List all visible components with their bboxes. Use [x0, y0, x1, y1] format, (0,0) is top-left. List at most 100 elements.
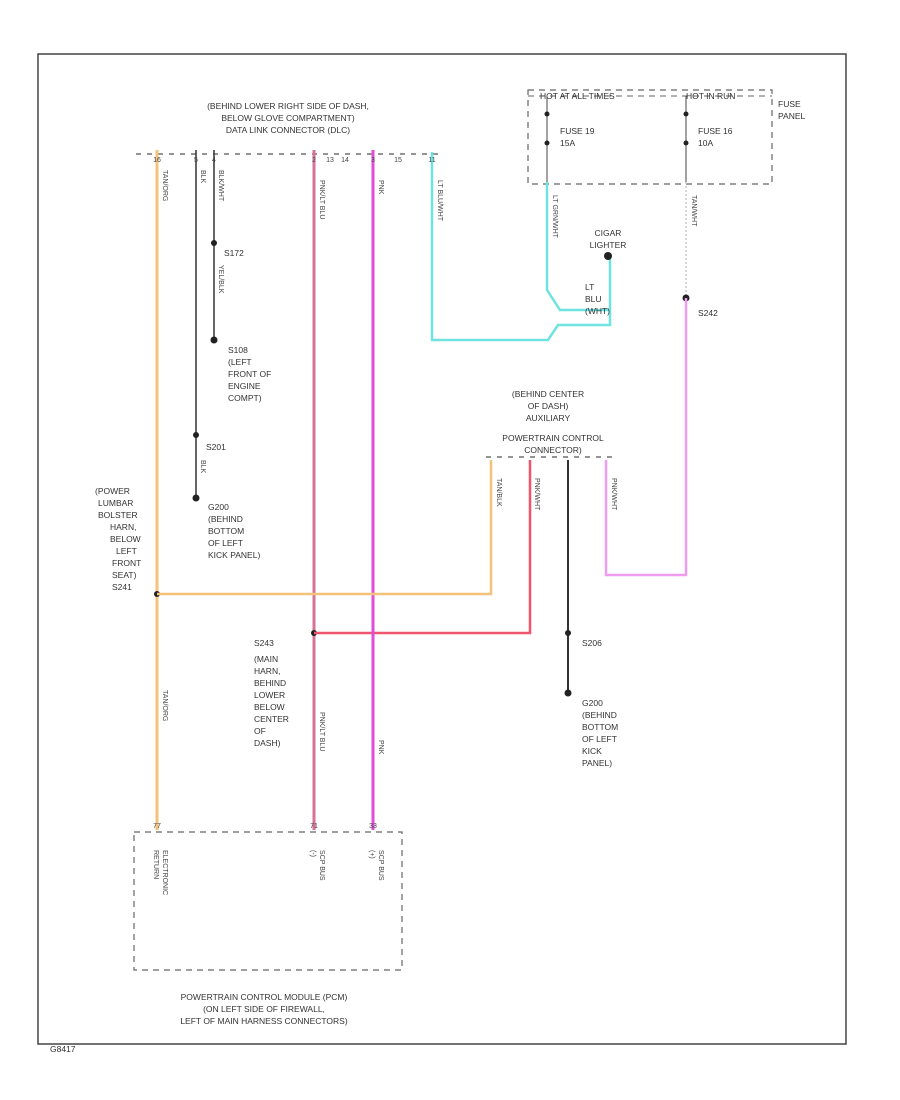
svg-text:FUSE 16: FUSE 16 — [698, 126, 733, 136]
svg-text:HOT AT ALL TIMES: HOT AT ALL TIMES — [540, 91, 615, 101]
wire-tan-wht: TAN/WHT S242 PNK/WHT — [604, 182, 718, 577]
figure-code: G8417 — [50, 1044, 76, 1054]
svg-text:POWERTRAIN CONTROL MODULE (PCM: POWERTRAIN CONTROL MODULE (PCM) — [181, 992, 348, 1002]
wire-blk: BLK S201 BLK G200 (BEHIND BOTTOM OF LEFT… — [192, 150, 260, 560]
fuse-panel: HOT AT ALL TIMES HOT IN RUN FUSE PANEL F… — [527, 89, 806, 185]
svg-text:COMPT): COMPT) — [228, 393, 262, 403]
svg-text:HARN,: HARN, — [110, 522, 136, 532]
svg-text:(+): (+) — [368, 850, 375, 859]
pcm-module: 77 71 33 ELECTRONIC RETURN SCP BUS (-) S… — [133, 823, 403, 971]
wire-pnk-wht — [314, 460, 532, 635]
svg-text:S243: S243 — [254, 638, 274, 648]
wire-tan-org-aux — [157, 460, 493, 596]
svg-text:77: 77 — [153, 823, 161, 830]
svg-text:LEFT OF MAIN HARNESS CONNECTOR: LEFT OF MAIN HARNESS CONNECTORS) — [180, 1016, 348, 1026]
svg-text:S206: S206 — [582, 638, 602, 648]
svg-text:(LEFT: (LEFT — [228, 357, 252, 367]
svg-text:(WHT): (WHT) — [585, 306, 610, 316]
svg-text:LT BLU/WHT: LT BLU/WHT — [436, 180, 443, 222]
aux-pcm-connector: (BEHIND CENTER OF DASH) AUXILIARY POWERT… — [486, 389, 612, 458]
pcm-title: POWERTRAIN CONTROL MODULE (PCM) (ON LEFT… — [180, 992, 348, 1026]
svg-text:BLK/WHT: BLK/WHT — [217, 170, 224, 202]
svg-text:S108: S108 — [228, 345, 248, 355]
svg-text:OF DASH): OF DASH) — [528, 401, 569, 411]
dlc-pin-number: 3 — [371, 157, 375, 164]
svg-text:TAN/ORG: TAN/ORG — [161, 690, 168, 721]
svg-text:DATA LINK CONNECTOR (DLC): DATA LINK CONNECTOR (DLC) — [226, 125, 350, 135]
svg-text:S241: S241 — [112, 582, 132, 592]
svg-text:BOTTOM: BOTTOM — [582, 722, 618, 732]
svg-text:10A: 10A — [698, 138, 713, 148]
lumbar-harness-label: (POWER LUMBAR BOLSTER HARN, BELOW LEFT F… — [95, 486, 141, 592]
svg-text:KICK: KICK — [582, 746, 602, 756]
svg-text:AUXILIARY: AUXILIARY — [526, 413, 571, 423]
wire-lt-blu-wht: LT BLU/WHT — [430, 152, 612, 342]
svg-text:ENGINE: ENGINE — [228, 381, 261, 391]
svg-text:LEFT: LEFT — [116, 546, 137, 556]
svg-text:S242: S242 — [698, 308, 718, 318]
svg-text:HOT IN RUN: HOT IN RUN — [686, 91, 735, 101]
svg-text:FRONT OF: FRONT OF — [228, 369, 271, 379]
svg-text:LUMBAR: LUMBAR — [98, 498, 133, 508]
svg-text:PNK: PNK — [377, 740, 384, 755]
svg-text:15A: 15A — [560, 138, 575, 148]
svg-text:OF: OF — [254, 726, 266, 736]
dlc-pin-number: 4 — [212, 157, 216, 164]
svg-text:BOLSTER: BOLSTER — [98, 510, 138, 520]
svg-text:CIGAR: CIGAR — [595, 228, 622, 238]
svg-text:S172: S172 — [224, 248, 244, 258]
svg-text:(BEHIND: (BEHIND — [208, 514, 243, 524]
svg-text:BELOW GLOVE COMPARTMENT): BELOW GLOVE COMPARTMENT) — [221, 113, 355, 123]
svg-text:33: 33 — [369, 823, 377, 830]
svg-text:PNK/LT BLU: PNK/LT BLU — [318, 712, 325, 751]
svg-text:LT GRN/WHT: LT GRN/WHT — [551, 195, 558, 239]
svg-text:PANEL: PANEL — [778, 111, 806, 121]
svg-text:(-): (-) — [309, 850, 316, 857]
svg-text:G200: G200 — [208, 502, 229, 512]
svg-text:OF LEFT: OF LEFT — [208, 538, 243, 548]
svg-text:BLU: BLU — [585, 294, 602, 304]
svg-text:POWERTRAIN CONTROL: POWERTRAIN CONTROL — [502, 433, 604, 443]
svg-text:PNK/WHT: PNK/WHT — [533, 478, 540, 511]
svg-text:YEL/BLK: YEL/BLK — [217, 265, 224, 294]
wire-blk-aux: S206 G200 (BEHIND BOTTOM OF LEFT KICK PA… — [564, 460, 618, 768]
svg-text:SEAT): SEAT) — [112, 570, 137, 580]
dlc-pin-number: 11 — [428, 157, 435, 164]
svg-text:TAN/WHT: TAN/WHT — [690, 195, 697, 227]
svg-text:BLK: BLK — [199, 170, 206, 184]
svg-text:RETURN: RETURN — [152, 850, 159, 879]
svg-text:BOTTOM: BOTTOM — [208, 526, 244, 536]
svg-text:DASH): DASH) — [254, 738, 281, 748]
svg-text:BELOW: BELOW — [254, 702, 285, 712]
svg-text:(BEHIND LOWER RIGHT SIDE OF DA: (BEHIND LOWER RIGHT SIDE OF DASH, — [207, 101, 369, 111]
svg-text:(MAIN: (MAIN — [254, 654, 278, 664]
svg-text:LOWER: LOWER — [254, 690, 285, 700]
svg-text:(BEHIND: (BEHIND — [582, 710, 617, 720]
svg-text:OF LEFT: OF LEFT — [582, 734, 617, 744]
svg-text:PANEL): PANEL) — [582, 758, 612, 768]
svg-text:71: 71 — [310, 823, 318, 830]
svg-text:PNK/WHT: PNK/WHT — [610, 478, 617, 511]
svg-text:HARN,: HARN, — [254, 666, 280, 676]
wire-violet: PNK PNK — [371, 150, 384, 830]
svg-text:PNK/LT BLU: PNK/LT BLU — [318, 180, 325, 219]
svg-text:(ON LEFT SIDE OF FIREWALL,: (ON LEFT SIDE OF FIREWALL, — [203, 1004, 325, 1014]
wire-tan-org: TAN/ORG TAN/ORG — [154, 150, 168, 830]
fuse-panel-label: FUSE — [778, 99, 801, 109]
svg-text:KICK PANEL): KICK PANEL) — [208, 550, 260, 560]
svg-text:FUSE 19: FUSE 19 — [560, 126, 595, 136]
dlc-pin-number: 5 — [194, 157, 198, 164]
dlc-pin-number: 14 — [341, 157, 349, 164]
svg-text:BLK: BLK — [199, 460, 206, 474]
wire-lt-grn-wht: LT GRN/WHT — [545, 182, 610, 312]
svg-text:SCP BUS: SCP BUS — [318, 850, 325, 881]
svg-text:(POWER: (POWER — [95, 486, 130, 496]
s243-location-label: (MAIN HARN, BEHIND LOWER BELOW CENTER OF… — [254, 654, 289, 748]
svg-text:S201: S201 — [206, 442, 226, 452]
svg-text:BEHIND: BEHIND — [254, 678, 286, 688]
svg-text:PNK: PNK — [377, 180, 384, 195]
dlc-pin-number: 2 — [312, 157, 316, 164]
svg-text:LIGHTER: LIGHTER — [590, 240, 627, 250]
cigar-lighter: CIGAR LIGHTER LT BLU (WHT) — [585, 228, 626, 316]
